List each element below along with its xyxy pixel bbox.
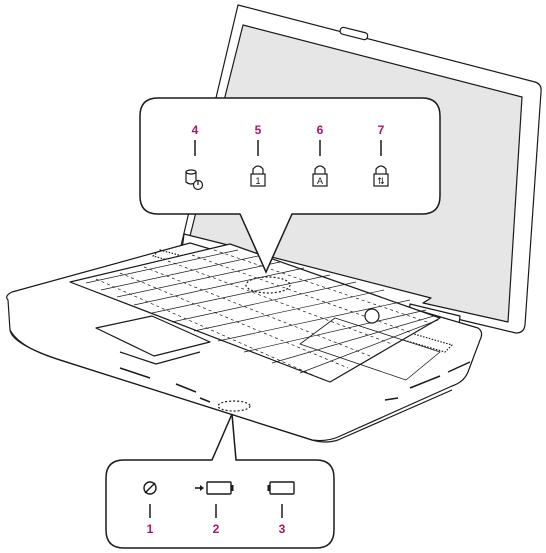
front-ports <box>119 367 211 403</box>
scroll-lock-icon: ⇅ <box>373 165 389 187</box>
top-callout-frame <box>139 97 441 274</box>
indicator-number-7: 7 <box>378 123 385 137</box>
scroll-lock-glyph: ⇅ <box>377 177 385 187</box>
caps-lock-glyph: A <box>317 176 323 186</box>
num-lock-glyph: 1 <box>255 176 260 186</box>
bottom-callout-frame <box>105 413 335 549</box>
top-callout: 4 5 1 6 A 7 ⇅ <box>139 97 441 274</box>
bottom-callout: 1 2 3 <box>105 413 335 549</box>
indicator-number-4: 4 <box>192 123 199 137</box>
power-icon <box>143 481 157 495</box>
indicator-number-3: 3 <box>279 522 286 536</box>
indicator-number-1: 1 <box>147 522 154 536</box>
touchpad-buttons <box>119 351 201 365</box>
webcam <box>339 26 369 41</box>
side-ports <box>384 361 471 401</box>
indicator-number-5: 5 <box>255 123 262 137</box>
power-button <box>364 308 380 324</box>
indicator-number-2: 2 <box>213 522 220 536</box>
disk-activity-icon <box>185 169 204 191</box>
battery-charging-icon <box>195 481 234 495</box>
num-lock-icon: 1 <box>250 165 266 187</box>
front-lamp-area <box>217 400 251 412</box>
base-front-edge <box>9 329 453 443</box>
keyboard-keys <box>85 249 439 381</box>
numeric-keypad <box>299 317 441 381</box>
indicator-number-6: 6 <box>317 123 324 137</box>
battery-icon <box>267 481 295 495</box>
touchpad <box>95 315 211 357</box>
status-lamp-area <box>245 276 291 294</box>
caps-lock-icon: A <box>312 165 328 187</box>
